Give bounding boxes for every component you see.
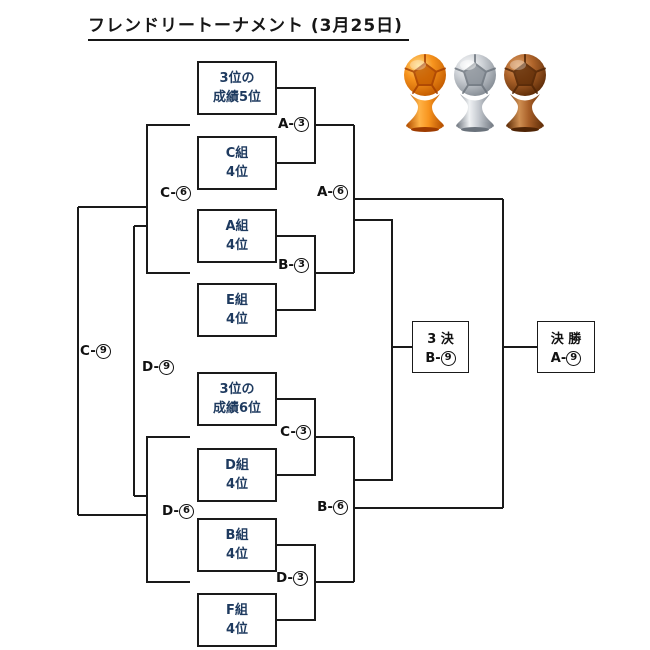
final-title: 決 勝 xyxy=(550,332,582,347)
team-name-line2: 成績5位 xyxy=(212,89,262,105)
team-box-group-d: D組 4位 xyxy=(197,448,277,502)
match-label-c3: C-3 xyxy=(280,424,311,440)
page-title: フレンドリートーナメント (3月25日) xyxy=(88,11,409,41)
silver-trophy-icon xyxy=(454,54,496,132)
team-name-line1: B組 xyxy=(225,527,249,543)
circled-number: 6 xyxy=(333,499,348,515)
circled-number: 9 xyxy=(440,351,456,366)
team-box-group-e: E組 4位 xyxy=(197,283,277,337)
team-name-line1: 3位の xyxy=(219,70,255,86)
team-name-line2: 4位 xyxy=(225,237,249,253)
match-label-d3: D-3 xyxy=(276,570,308,586)
team-name-line1: C組 xyxy=(225,145,249,161)
circled-number: 3 xyxy=(294,257,309,273)
match-label-c6: C-6 xyxy=(160,185,191,201)
team-box-group-a: A組 4位 xyxy=(197,209,277,263)
match-label-b6: B-6 xyxy=(317,499,348,515)
match-label-a6: A-6 xyxy=(317,184,348,200)
match-label-a3: A-3 xyxy=(278,116,309,132)
team-name-line2: 4位 xyxy=(225,164,249,180)
final-match-box: 決 勝 A-9 xyxy=(537,321,595,373)
circled-number: 6 xyxy=(179,503,194,519)
team-name-line2: 成績6位 xyxy=(212,400,262,416)
team-name-line2: 4位 xyxy=(225,311,249,327)
third-place-match-box: 3 決 B-9 xyxy=(412,321,469,373)
third-place-title: 3 決 xyxy=(427,332,454,347)
team-name-line1: A組 xyxy=(225,218,249,234)
match-label-c9: C-9 xyxy=(80,343,111,359)
bronze-trophy-icon xyxy=(504,54,546,132)
third-place-match-code: B-9 xyxy=(425,351,456,366)
trophies-graphic xyxy=(404,54,546,132)
match-label-b3: B-3 xyxy=(278,257,309,273)
match-label-d9: D-9 xyxy=(142,359,175,375)
circled-number: 6 xyxy=(333,184,348,200)
circled-number: 9 xyxy=(159,359,175,375)
match-label-d6: D-6 xyxy=(162,503,194,519)
circled-number: 3 xyxy=(293,570,308,586)
team-box-group-c: C組 4位 xyxy=(197,136,277,190)
team-name-line1: F組 xyxy=(226,602,248,618)
team-box-3rd-rank6: 3位の 成績6位 xyxy=(197,372,277,426)
final-match-code: A-9 xyxy=(551,351,582,366)
team-name-line1: D組 xyxy=(225,457,249,473)
team-name-line1: E組 xyxy=(226,292,248,308)
circled-number: 9 xyxy=(566,351,582,366)
circled-number: 9 xyxy=(95,343,111,359)
team-box-group-f: F組 4位 xyxy=(197,593,277,647)
circled-number: 3 xyxy=(296,424,311,440)
team-name-line2: 4位 xyxy=(225,546,249,562)
circled-number: 6 xyxy=(176,185,191,201)
team-name-line2: 4位 xyxy=(225,476,249,492)
team-box-group-b: B組 4位 xyxy=(197,518,277,572)
circled-number: 3 xyxy=(294,116,309,132)
team-name-line1: 3位の xyxy=(219,381,255,397)
team-box-3rd-rank5: 3位の 成績5位 xyxy=(197,61,277,115)
gold-trophy-icon xyxy=(404,54,446,132)
team-name-line2: 4位 xyxy=(225,621,249,637)
